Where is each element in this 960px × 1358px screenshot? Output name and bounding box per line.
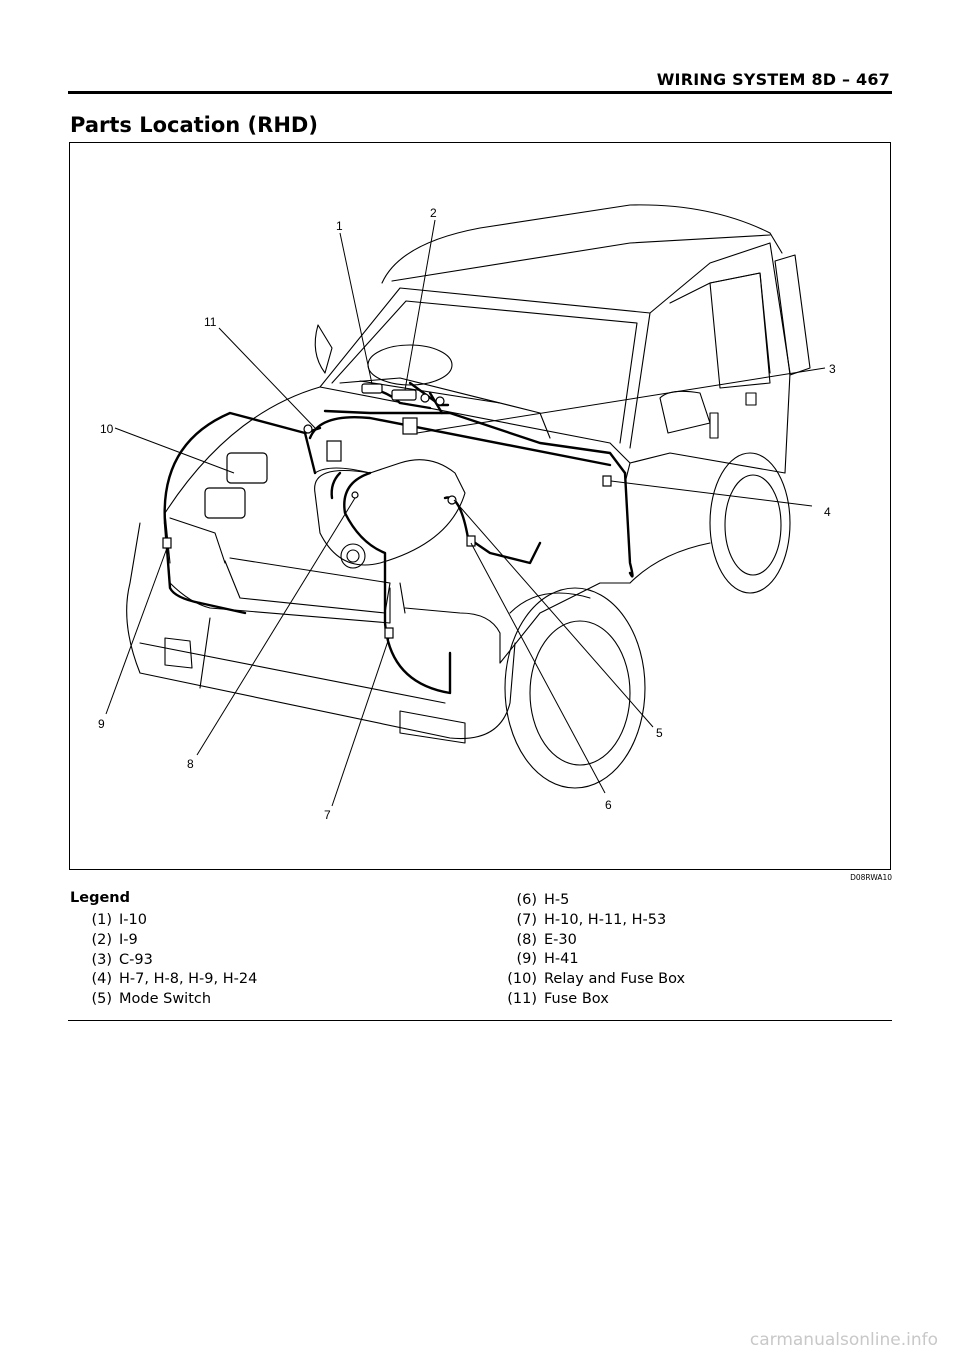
legend-right-column: (6) H-5 (7) H-10, H-11, H-53 (8) E-30 (9) H-…: [500, 892, 685, 1011]
legend-item-number: (7): [516, 911, 537, 928]
watermark-link[interactable]: carmanualsonline.info: [749, 1330, 938, 1350]
section-title: Parts Location (RHD): [70, 113, 318, 137]
figure-code: D08RWA10: [850, 873, 892, 882]
legend-item-number: (3): [91, 951, 112, 968]
page-header-title: WIRING SYSTEM 8D – 467: [656, 70, 890, 89]
callout-5: 5: [656, 726, 663, 740]
legend-item-text: I-9: [119, 931, 138, 948]
legend-item: (7) H-10, H-11, H-53: [500, 912, 685, 932]
legend-item: (1) I-10: [80, 912, 257, 932]
legend-item-text: H-10, H-11, H-53: [544, 911, 667, 928]
legend-item: (11) Fuse Box: [500, 991, 685, 1011]
legend-item: (9) H-41: [500, 951, 685, 971]
legend-item-text: H-41: [544, 951, 579, 968]
legend-item-text: Relay and Fuse Box: [544, 971, 686, 988]
footer-divider: [68, 1020, 892, 1021]
callout-4: 4: [824, 505, 831, 519]
legend-item-text: H-5: [544, 892, 570, 908]
callout-10: 10: [100, 422, 114, 436]
legend-item-text: Fuse Box: [544, 990, 609, 1007]
legend-item: (2) I-9: [80, 932, 257, 952]
legend-item-number: (10): [507, 971, 537, 988]
legend-left-column: (1) I-10 (2) I-9 (3) C-93 (4) H-7, H-8, H-9,…: [80, 912, 257, 1011]
callout-1: 1: [336, 219, 343, 233]
header-divider: [68, 91, 892, 94]
callout-3: 3: [829, 362, 836, 376]
legend-item: (3) C-93: [80, 952, 257, 972]
legend-item-number: (11): [507, 990, 537, 1007]
legend-item: (5) Mode Switch: [80, 991, 257, 1011]
legend-item-number: (5): [91, 991, 112, 1008]
legend-title: Legend: [70, 890, 130, 906]
legend-item-number: (6): [516, 892, 537, 908]
callout-8: 8: [187, 757, 194, 771]
legend-item-number: (9): [516, 951, 537, 968]
legend-item: (6) H-5: [500, 892, 685, 912]
legend-item-number: (4): [91, 971, 112, 988]
callout-11: 11: [204, 315, 217, 329]
legend-item-number: (1): [91, 912, 112, 928]
legend-item: (10) Relay and Fuse Box: [500, 971, 685, 991]
wiring-diagram-figure: 1 2 3 4 5 6 7 8 9 10 11: [69, 142, 891, 870]
legend-item-text: H-7, H-8, H-9, H-24: [119, 971, 258, 988]
callout-2: 2: [430, 206, 437, 220]
legend-item: (8) E-30: [500, 932, 685, 952]
legend-item-text: I-10: [119, 912, 147, 928]
vehicle-wiring-illustration: 1 2 3 4 5 6 7 8 9 10 11: [98, 204, 836, 822]
callout-6: 6: [605, 798, 612, 812]
legend-item-text: Mode Switch: [119, 991, 212, 1008]
legend-item-text: C-93: [119, 951, 153, 968]
callout-7: 7: [324, 808, 331, 822]
legend-item-text: E-30: [544, 931, 577, 948]
legend-item: (4) H-7, H-8, H-9, H-24: [80, 971, 257, 991]
callout-9: 9: [98, 717, 105, 731]
legend-item-number: (8): [516, 931, 537, 948]
legend-item-number: (2): [91, 931, 112, 948]
